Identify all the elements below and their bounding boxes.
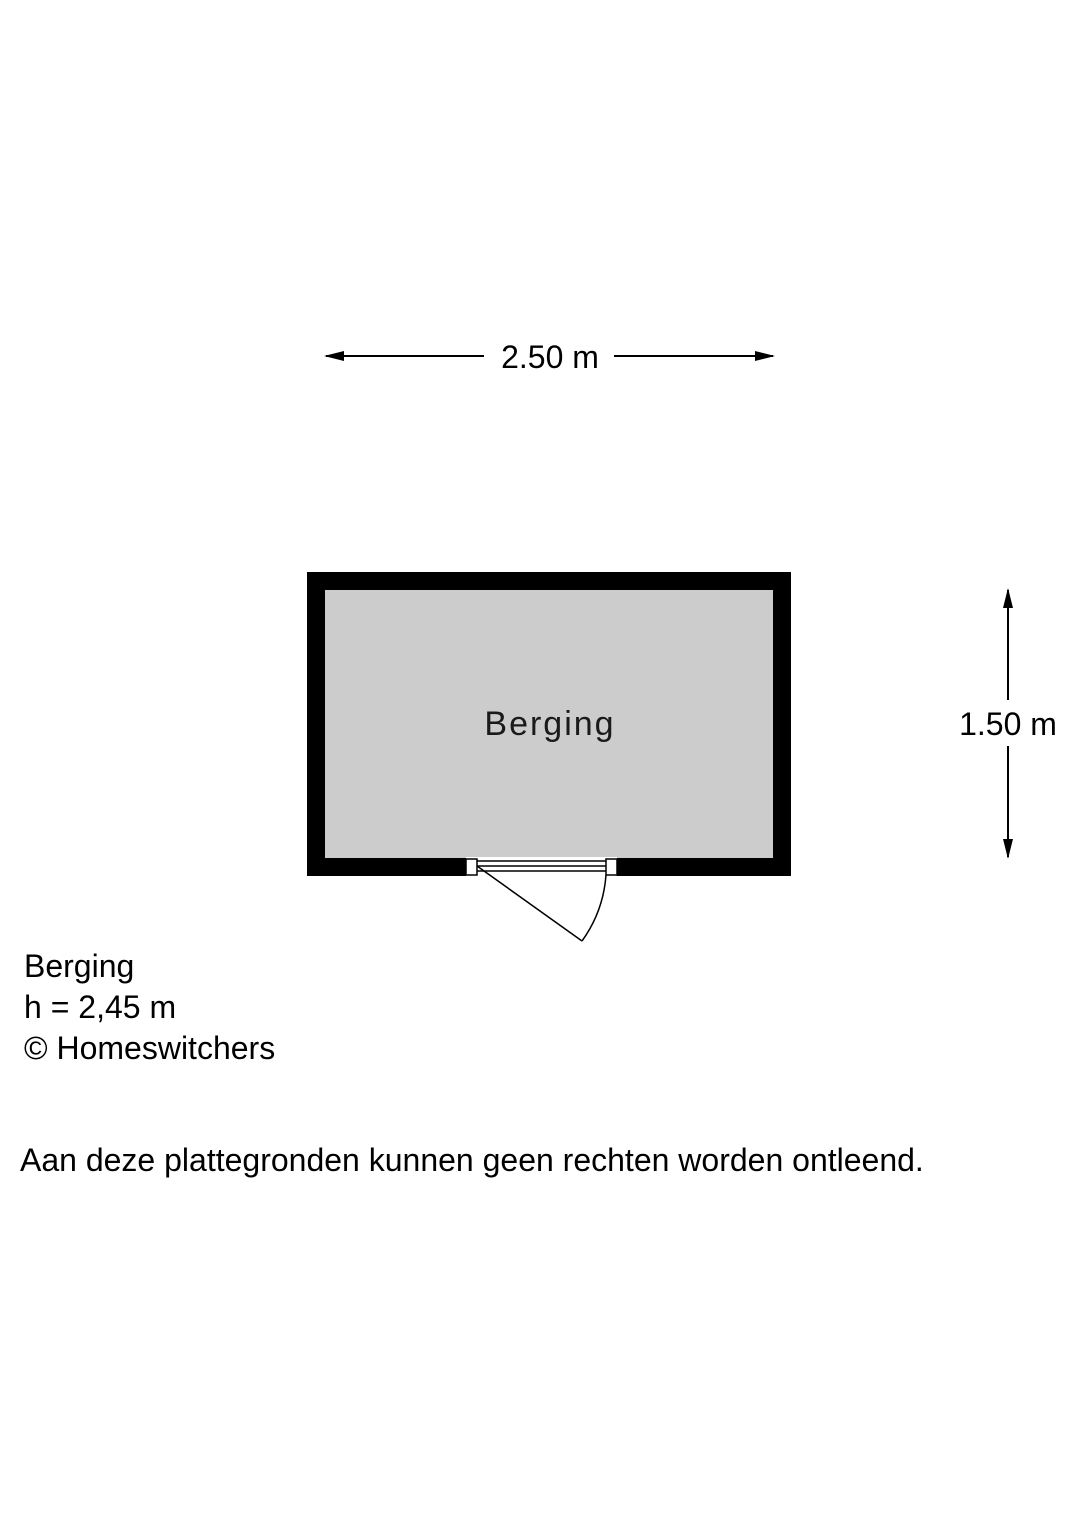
room-label: Berging (484, 705, 615, 743)
door-jamb-right (605, 858, 618, 876)
height-dimension-label: 1.50 m (959, 706, 1057, 742)
room-berging: Berging (307, 572, 791, 876)
info-copyright: © Homeswitchers (24, 1030, 276, 1066)
height-dimension: 1.50 m (959, 588, 1057, 859)
width-dimension: 2.50 m (324, 339, 775, 375)
door-jamb-left (465, 858, 478, 876)
door-leaf (476, 865, 583, 942)
room-info: Berging h = 2,45 m © Homeswitchers (24, 946, 275, 1069)
door-swing-arc (581, 874, 607, 942)
room-floor (307, 572, 791, 876)
info-room-name: Berging (24, 948, 135, 984)
width-dimension-label: 2.50 m (501, 339, 599, 375)
door (465, 857, 618, 942)
info-ceiling-height: h = 2,45 m (24, 989, 177, 1025)
disclaimer: Aan deze plattegronden kunnen geen recht… (20, 1142, 924, 1178)
